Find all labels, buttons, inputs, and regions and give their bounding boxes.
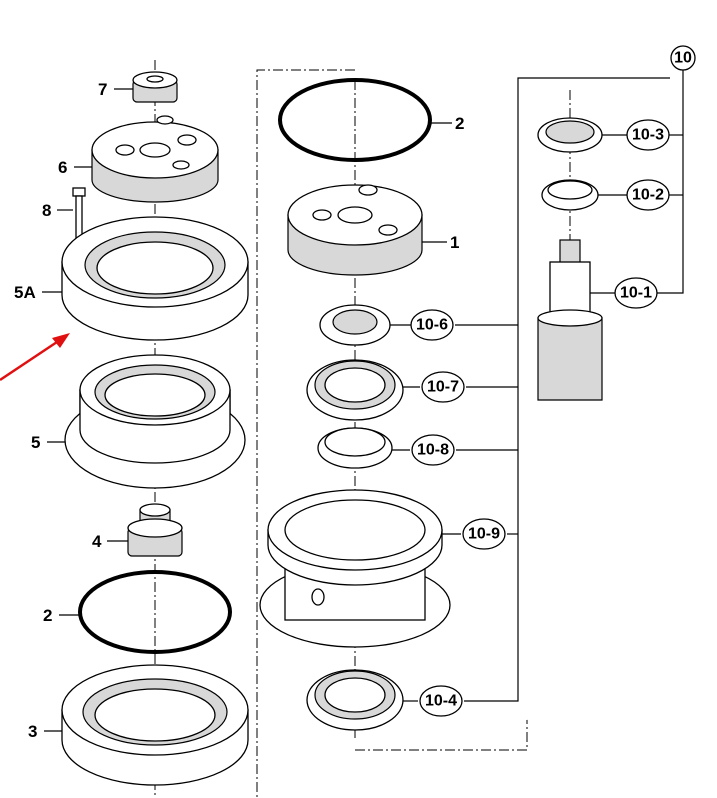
- label-2-upper: 2: [455, 114, 464, 133]
- svg-text:10-2: 10-2: [632, 187, 664, 204]
- part-4-gear: [127, 503, 183, 557]
- label-5A: 5A: [14, 283, 36, 302]
- svg-text:10-9: 10-9: [468, 526, 500, 543]
- part-2-o-ring-upper: [278, 78, 432, 162]
- callout-10-1: 10-1: [614, 277, 658, 309]
- label-3: 3: [28, 722, 37, 741]
- part-3-ring-gear: [61, 664, 249, 786]
- assembly-boundary: [256, 69, 528, 798]
- part-10-9-housing: [259, 489, 451, 648]
- group-10-bracket: [455, 70, 684, 702]
- svg-text:10-7: 10-7: [427, 379, 459, 396]
- svg-text:10-8: 10-8: [417, 442, 449, 459]
- part-7-gear: [132, 71, 178, 103]
- part-10-1-pinion-shaft: [537, 239, 603, 401]
- part-10-8-race: [317, 427, 393, 469]
- callout-10-4: 10-4: [419, 685, 463, 717]
- svg-text:10-6: 10-6: [416, 317, 448, 334]
- part-10-3-seal: [537, 117, 603, 153]
- part-10-4-bearing: [306, 669, 404, 731]
- svg-text:10: 10: [674, 50, 692, 67]
- callout-10-6: 10-6: [410, 309, 454, 341]
- part-10-7-bearing: [306, 359, 404, 421]
- part-2-o-ring-lower: [78, 570, 232, 654]
- label-2-lower: 2: [43, 606, 52, 625]
- label-5: 5: [31, 433, 40, 452]
- svg-text:10-4: 10-4: [425, 693, 457, 710]
- svg-text:10-1: 10-1: [620, 285, 652, 302]
- callout-10-7: 10-7: [421, 371, 465, 403]
- part-5-ring-gear-housing: [64, 354, 246, 489]
- label-4: 4: [92, 532, 102, 551]
- callout-10-3: 10-3: [626, 119, 670, 151]
- part-5A-ring-gear: [61, 216, 249, 341]
- part-6-carrier: [91, 115, 219, 203]
- label-8: 8: [42, 201, 51, 220]
- red-pointer-arrow: [0, 333, 70, 382]
- callout-10-2: 10-2: [626, 179, 670, 211]
- part-10-6-seal: [319, 304, 391, 346]
- label-1: 1: [450, 233, 459, 252]
- svg-text:10-3: 10-3: [632, 127, 664, 144]
- label-7: 7: [98, 80, 107, 99]
- label-6: 6: [58, 158, 67, 177]
- part-10-2-race: [541, 179, 599, 211]
- callout-10: 10: [670, 45, 696, 71]
- part-1-carrier: [287, 184, 423, 276]
- callout-10-8: 10-8: [411, 434, 455, 466]
- callout-10-9: 10-9: [462, 518, 506, 550]
